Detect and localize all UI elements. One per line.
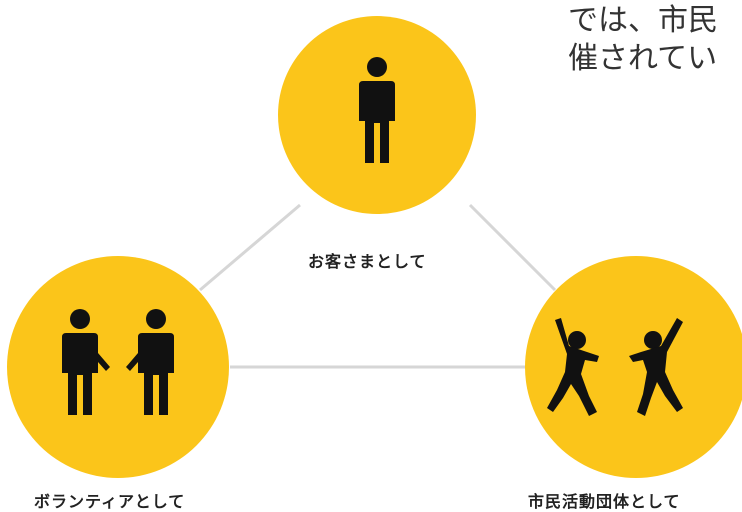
- civic-group-node-label: 市民活動団体として: [528, 492, 681, 511]
- connector-top-right: [468, 203, 557, 292]
- volunteer-node-label: ボランティアとして: [34, 492, 186, 511]
- two-people-icon: [62, 309, 174, 415]
- civic-group-node-circle: [525, 256, 742, 478]
- two-people-dancing-icon: [547, 318, 683, 416]
- customer-node-label: お客さまとして: [308, 252, 427, 271]
- connector-top-left: [199, 203, 301, 292]
- volunteer-node-circle: [7, 256, 229, 478]
- customer-node-circle: [278, 16, 476, 214]
- intro-text: では、市民 催されてい: [568, 3, 718, 76]
- single-person-icon: [359, 57, 395, 163]
